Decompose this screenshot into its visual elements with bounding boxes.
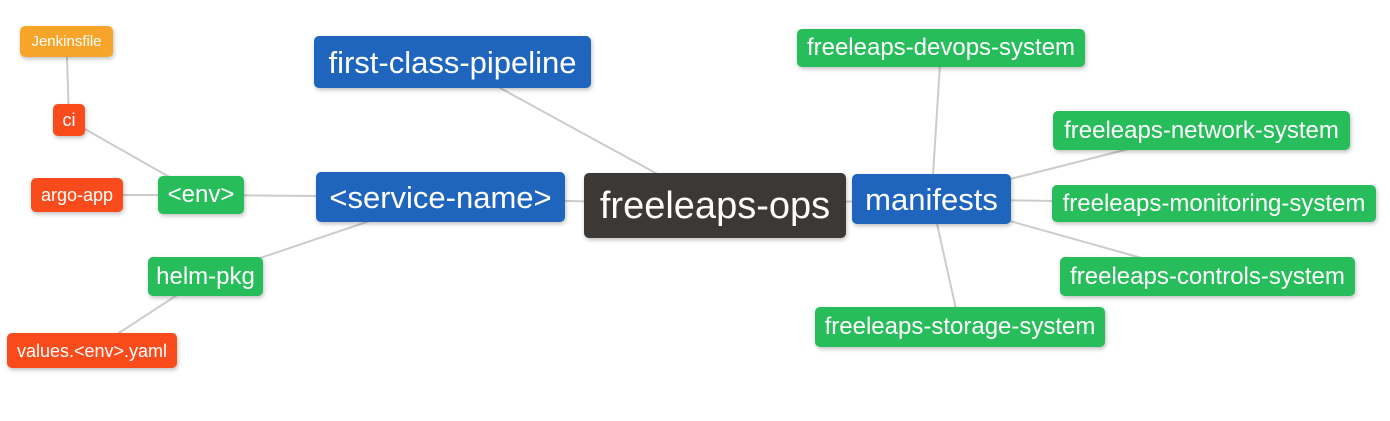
node-service-name[interactable]: <service-name> bbox=[316, 172, 565, 222]
node-jenkinsfile[interactable]: Jenkinsfile bbox=[20, 26, 113, 57]
node-values-env-yaml[interactable]: values.<env>.yaml bbox=[7, 333, 177, 368]
node-network-system[interactable]: freeleaps-network-system bbox=[1053, 111, 1350, 150]
node-devops-system[interactable]: freeleaps-devops-system bbox=[797, 29, 1085, 67]
node-first-class-pipeline[interactable]: first-class-pipeline bbox=[314, 36, 591, 88]
node-helm-pkg[interactable]: helm-pkg bbox=[148, 257, 263, 296]
edge-manifests-devops-system bbox=[930, 47, 942, 200]
node-freeleaps-ops[interactable]: freeleaps-ops bbox=[584, 173, 846, 238]
node-ci[interactable]: ci bbox=[53, 104, 85, 136]
node-controls-system[interactable]: freeleaps-controls-system bbox=[1060, 257, 1355, 296]
node-manifests[interactable]: manifests bbox=[852, 174, 1011, 224]
node-storage-system[interactable]: freeleaps-storage-system bbox=[815, 307, 1105, 347]
node-env[interactable]: <env> bbox=[158, 176, 244, 214]
node-argo-app[interactable]: argo-app bbox=[31, 178, 123, 212]
node-monitoring-system[interactable]: freeleaps-monitoring-system bbox=[1052, 185, 1376, 222]
